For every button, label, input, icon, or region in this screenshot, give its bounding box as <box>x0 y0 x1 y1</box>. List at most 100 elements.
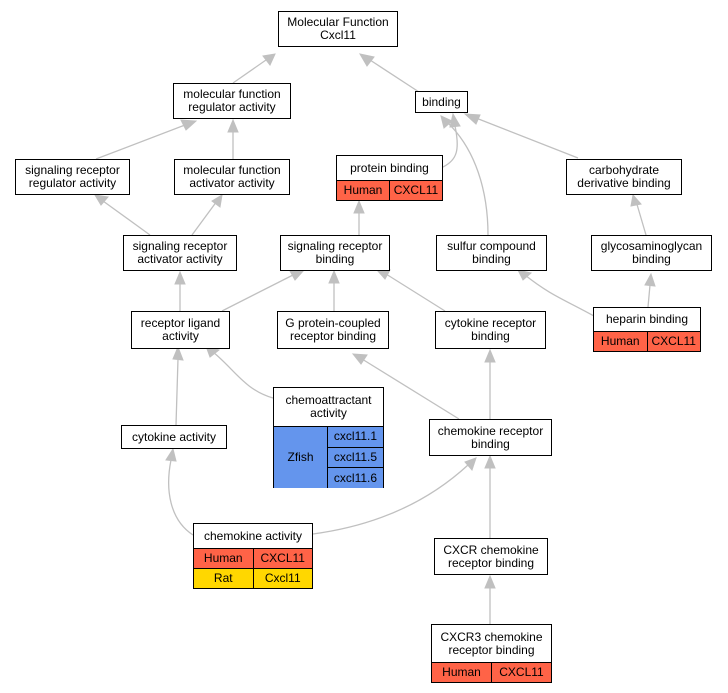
gene-cell[interactable]: CXCL11 <box>389 181 442 200</box>
node-protein-binding[interactable]: protein binding Human CXCL11 <box>336 155 443 201</box>
node-heparin-binding[interactable]: heparin binding Human CXCL11 <box>593 307 701 352</box>
arrowhead <box>351 353 368 365</box>
node-chemokine-activity[interactable]: chemokine activity Human CXCL11 Rat Cxcl… <box>193 523 313 589</box>
node-label: CXCR chemokine <box>443 542 539 557</box>
arrowhead <box>517 269 533 281</box>
edge-crb-to-srb <box>385 273 446 312</box>
node-label: Molecular Function <box>287 15 389 29</box>
edge-chemoattractant-to-rla <box>212 351 274 399</box>
gene-cell[interactable]: Cxcl11 <box>252 569 312 588</box>
node-label: binding <box>632 252 671 266</box>
node-label: regulator activity <box>28 176 117 190</box>
species-cell: Human <box>432 663 491 682</box>
node-label: molecular function <box>183 163 281 177</box>
edge-heparin-to-gagb <box>647 284 651 308</box>
arrowhead <box>211 194 223 208</box>
node-label: molecular function <box>183 87 281 101</box>
node-label: activity <box>162 329 199 343</box>
node-label: glycosaminoglycan <box>600 239 703 253</box>
node-label: heparin binding <box>605 312 689 326</box>
species-cell: Human <box>594 332 647 351</box>
node-label: cytokine receptor <box>444 316 537 330</box>
annotation-row: Human CXCL11 <box>194 548 312 568</box>
node-label: Cxcl11 <box>320 28 356 42</box>
arrowhead <box>630 193 642 207</box>
node-binding[interactable]: binding <box>415 91 468 113</box>
arrowhead <box>172 345 184 361</box>
annotation-block: Zfish cxcl11.1 cxcl11.5 cxcl11.6 <box>274 426 383 488</box>
node-label: receptor binding <box>447 555 535 570</box>
node-cytokine-activity[interactable]: cytokine activity <box>121 425 227 449</box>
node-label: receptor binding <box>448 642 535 657</box>
species-cell: Human <box>337 181 389 200</box>
node-label: signaling receptor <box>132 239 228 253</box>
edge-protein-binding-to-binding <box>442 125 458 168</box>
arrowhead <box>227 118 239 133</box>
species-cell: Zfish <box>274 427 328 488</box>
node-label: activity <box>310 406 347 420</box>
edge-heparin-to-scb <box>524 274 595 317</box>
arrowhead <box>174 270 186 285</box>
species-cell: Rat <box>194 569 253 588</box>
annotation-row: Rat Cxcl11 <box>194 568 312 588</box>
gene-cell[interactable]: cxcl11.1 <box>333 429 378 444</box>
node-label: regulator activity <box>188 100 276 114</box>
arrowhead <box>440 115 453 129</box>
edge-sraa-to-mfa <box>191 200 218 236</box>
edge-chemokine-activity-to-cytokine-activity <box>168 459 194 536</box>
arrowhead <box>484 348 496 363</box>
node-label: activator activity <box>137 252 223 266</box>
node-label: chemoattractant <box>285 393 372 407</box>
edge-srra-to-mfr <box>95 124 186 160</box>
edge-sraa-to-srra <box>102 200 151 236</box>
node-label: signaling receptor <box>287 239 383 253</box>
arrowhead <box>358 53 375 67</box>
edge-cytokine-activity-to-rla <box>175 358 179 426</box>
edge-chemokine-activity-to-chemokine-rb <box>312 464 469 535</box>
gene-cell[interactable]: CXCL11 <box>491 663 551 682</box>
gene-cell[interactable]: CXCL11 <box>252 549 312 568</box>
node-label: binding <box>471 436 510 451</box>
node-label: chemokine activity <box>203 528 303 543</box>
gene-cell[interactable]: cxcl11.5 <box>328 446 383 468</box>
edge-binding-to-mf <box>369 59 420 93</box>
node-label: G protein-coupled <box>285 316 381 330</box>
arrowhead <box>484 454 496 469</box>
node-label: binding <box>315 252 355 266</box>
arrowhead <box>484 574 496 589</box>
gene-cell[interactable]: CXCL11 <box>646 332 700 351</box>
arrowhead <box>262 53 276 66</box>
arrowhead <box>644 272 656 287</box>
arrowhead <box>464 457 477 471</box>
edge-cdb-to-binding <box>475 117 579 159</box>
node-label: signaling receptor <box>25 163 120 177</box>
arrowhead <box>180 119 198 131</box>
edge-gagb-to-cdb <box>635 200 647 236</box>
arrowhead <box>353 199 365 214</box>
node-label: carbohydrate <box>588 163 660 177</box>
arrowhead <box>94 194 109 206</box>
gene-cell[interactable]: cxcl11.6 <box>328 467 383 488</box>
arrowhead <box>463 113 481 125</box>
edge-rla-to-srb <box>221 273 296 312</box>
node-label: CXCR3 chemokine <box>440 629 543 644</box>
node-label: protein binding <box>350 160 429 175</box>
node-label: receptor binding <box>289 329 377 343</box>
